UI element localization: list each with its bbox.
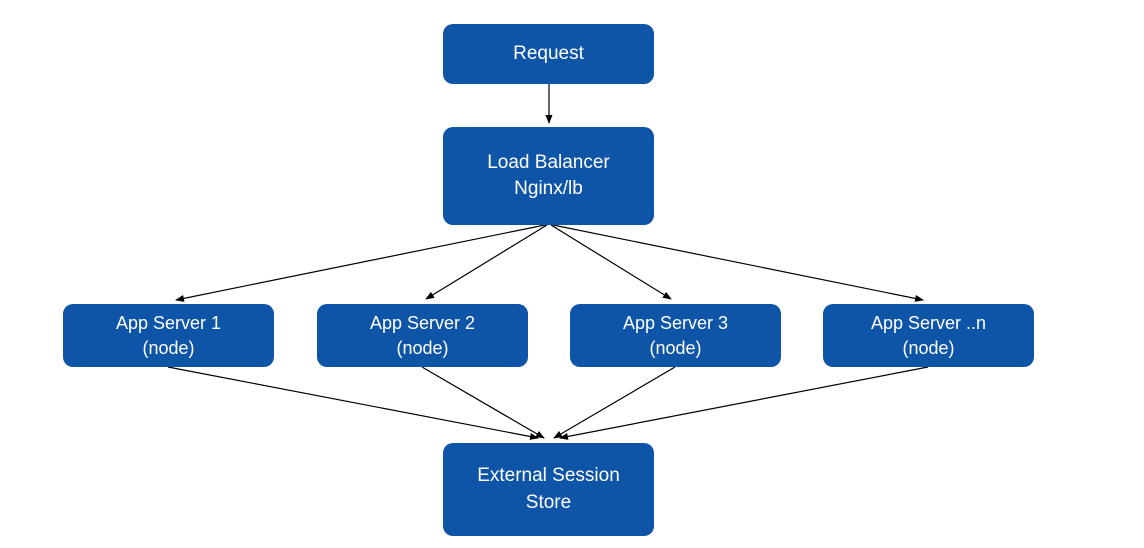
node-app-server-1[interactable]: App Server 1 (node) bbox=[63, 304, 274, 367]
edge-load-balancer-to-app-server-1 bbox=[175, 224, 546, 302]
node-sublabel: (node) bbox=[902, 337, 955, 358]
node-external-session-store[interactable]: External Session Store bbox=[443, 443, 654, 536]
node-app-server-n[interactable]: App Server ..n (node) bbox=[823, 304, 1034, 367]
edge-app-server-2-to-external-session-store bbox=[421, 366, 545, 439]
node-label: App Server ..n bbox=[870, 312, 987, 333]
edge-app-server-1-to-external-session-store bbox=[167, 366, 539, 440]
edge-load-balancer-to-app-server-n bbox=[552, 224, 924, 302]
node-label: Request bbox=[513, 42, 584, 64]
node-sublabel: (node) bbox=[142, 337, 195, 358]
node-request[interactable]: Request bbox=[443, 24, 654, 84]
node-sublabel: Nginx/lb bbox=[514, 178, 583, 199]
node-sublabel: (node) bbox=[649, 337, 702, 358]
node-label: External Session bbox=[477, 465, 620, 487]
node-app-server-2[interactable]: App Server 2 (node) bbox=[317, 304, 528, 367]
node-label: App Server 1 bbox=[115, 312, 222, 333]
edge-app-server-n-to-external-session-store bbox=[559, 366, 929, 440]
node-label: App Server 2 bbox=[369, 312, 476, 333]
node-load-balancer[interactable]: Load Balancer Nginx/lb bbox=[443, 127, 654, 225]
node-label: Load Balancer bbox=[487, 151, 610, 173]
edge-app-server-3-to-external-session-store bbox=[553, 366, 676, 439]
node-app-server-3[interactable]: App Server 3 (node) bbox=[570, 304, 781, 367]
edge-load-balancer-to-app-server-3 bbox=[550, 224, 672, 300]
edge-load-balancer-to-app-server-2 bbox=[425, 224, 548, 300]
node-sublabel: (node) bbox=[396, 337, 449, 358]
node-sublabel: Store bbox=[525, 491, 572, 513]
node-label: App Server 3 bbox=[622, 312, 729, 333]
